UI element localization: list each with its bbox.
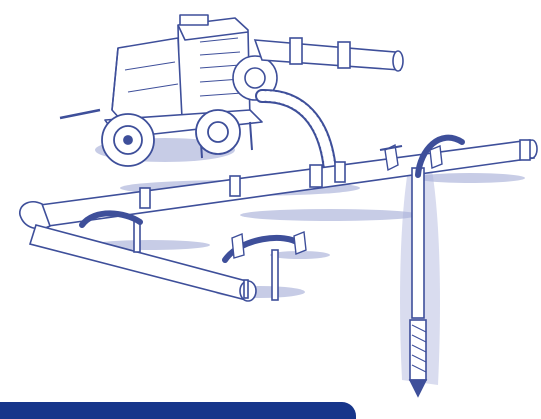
header-pipe bbox=[19, 139, 538, 302]
well-risers bbox=[133, 167, 428, 398]
pump-unit bbox=[59, 14, 278, 161]
trailer-wheels bbox=[101, 109, 241, 167]
caption-bar bbox=[0, 402, 356, 419]
valves bbox=[231, 143, 443, 259]
discharge-pipe bbox=[253, 37, 404, 72]
